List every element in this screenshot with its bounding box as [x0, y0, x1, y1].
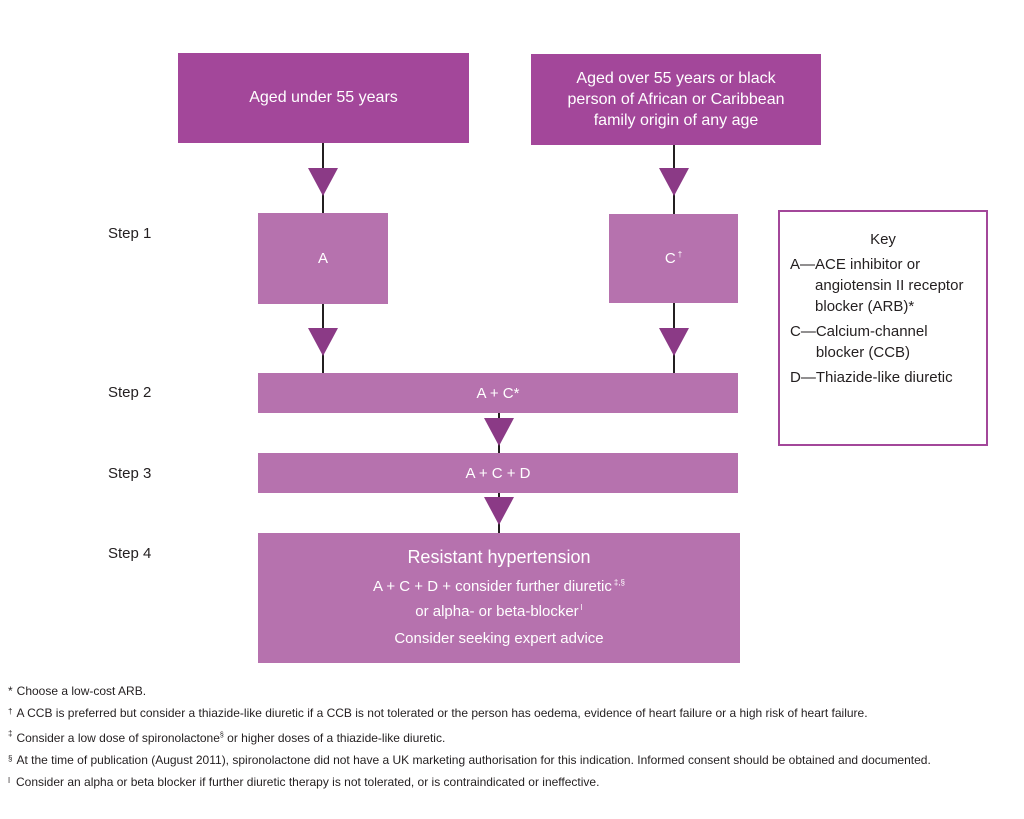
- step-4-line-1: A + C + D + consider further diuretic‡,§: [373, 572, 625, 597]
- arrow-down-icon: [308, 328, 338, 356]
- box-step-3: A + C + D: [258, 453, 738, 493]
- step-4-line-1-sup: ‡,§: [613, 578, 625, 587]
- box-aged-under-55: Aged under 55 years: [178, 53, 469, 143]
- step-3-label: Step 3: [108, 465, 152, 482]
- step-2-label: Step 2: [108, 384, 152, 401]
- footnote-inline-sup: §: [219, 732, 224, 739]
- footnote-text: A CCB is preferred but consider a thiazi…: [16, 706, 868, 720]
- footnote-text: At the time of publication (August 2011)…: [16, 753, 931, 767]
- box-a: A: [258, 213, 388, 304]
- footnote-text-part: or higher doses of a thiazide-like diure…: [223, 731, 446, 745]
- footnote: ǀ Consider an alpha or beta blocker if f…: [8, 775, 988, 790]
- key-entry: A— ACE inhibitor or angiotensin II recep…: [790, 254, 976, 317]
- footnote-mark: ǀ: [8, 776, 11, 785]
- footnote-text-part: Consider a low dose of spironolactone: [16, 731, 220, 745]
- footnote-text: Consider an alpha or beta blocker if fur…: [16, 775, 600, 789]
- box-aged-over-55-text: Aged over 55 years or black person of Af…: [567, 70, 785, 129]
- box-step-2-text: A + C*: [476, 384, 520, 402]
- step-4-line-2-text: or alpha- or beta-blocker: [415, 603, 579, 620]
- box-aged-over-55: Aged over 55 years or black person of Af…: [531, 54, 821, 145]
- box-step-4: Resistant hypertension A + C + D + consi…: [258, 533, 740, 663]
- box-c: C†: [609, 214, 738, 303]
- footnotes: * Choose a low-cost ARB. † A CCB is pref…: [8, 684, 988, 797]
- step-4-line-3: Consider seeking expert advice: [394, 630, 604, 647]
- footnote: * Choose a low-cost ARB.: [8, 684, 988, 699]
- step-1-label: Step 1: [108, 225, 152, 242]
- resistant-hypertension-title: Resistant hypertension: [407, 547, 591, 567]
- key-title: Key: [870, 231, 896, 248]
- key-box: Key A— ACE inhibitor or angiotensin II r…: [778, 210, 988, 446]
- box-aged-under-55-text: Aged under 55 years: [249, 89, 398, 106]
- key-entry-letter: A—: [790, 256, 816, 273]
- box-step-2: A + C*: [258, 373, 738, 413]
- arrow-down-icon: [308, 168, 338, 196]
- step-4-line-1-text: A + C + D + consider further diuretic: [373, 578, 612, 595]
- footnote-mark: ‡: [8, 729, 13, 738]
- arrow-down-icon: [659, 168, 689, 196]
- footnote-text: Choose a low-cost ARB.: [16, 684, 147, 698]
- key-entry-text: Thiazide-like diuretic: [815, 369, 953, 386]
- key-entry: D— Thiazide-like diuretic: [790, 367, 976, 388]
- footnote: § At the time of publication (August 201…: [8, 753, 988, 768]
- footnote-text: Consider a low dose of spironolactone§ o…: [16, 728, 988, 746]
- box-c-dagger: †: [677, 250, 683, 259]
- box-step-3-text: A + C + D: [465, 464, 531, 482]
- footnote: ‡ Consider a low dose of spironolactone§…: [8, 728, 988, 746]
- arrow-down-icon: [484, 418, 514, 446]
- footnote-mark: *: [8, 684, 13, 698]
- arrow-down-icon: [659, 328, 689, 356]
- step-4-label: Step 4: [108, 545, 152, 562]
- key-entry-text: Calcium-channel blocker (CCB): [815, 323, 928, 361]
- footnote-mark: §: [8, 754, 13, 763]
- arrow-down-icon: [484, 497, 514, 525]
- footnote-mark: †: [8, 707, 13, 716]
- box-a-text: A: [317, 250, 328, 267]
- box-c-text: C: [664, 250, 676, 267]
- box-c-content: C†: [665, 250, 682, 267]
- step-4-line-2-sup: ǀ: [580, 603, 583, 612]
- key-entry-letter: C—: [790, 323, 816, 340]
- footnote: † A CCB is preferred but consider a thia…: [8, 706, 988, 721]
- key-entry: C— Calcium-channel blocker (CCB): [790, 321, 976, 363]
- key-entry-text: ACE inhibitor or angiotensin II receptor…: [815, 256, 964, 315]
- key-entry-letter: D—: [790, 369, 816, 386]
